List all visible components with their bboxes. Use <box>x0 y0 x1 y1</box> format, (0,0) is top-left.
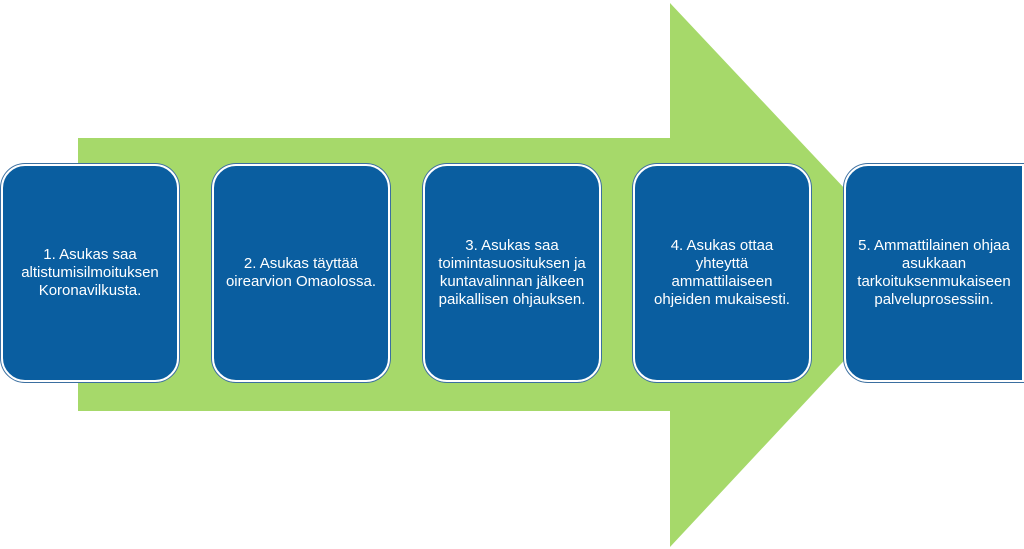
step-text-4: 4. Asukas ottaa yhteyttä ammattilaiseen … <box>654 237 790 308</box>
step-text-5: 5. Ammattilainen ohjaa asukkaan tarkoitu… <box>857 237 1011 308</box>
step-box-4: 4. Asukas ottaa yhteyttä ammattilaiseen … <box>633 164 811 382</box>
step-box-2: 2. Asukas täyttää oirearvion Omaolossa. <box>212 164 390 382</box>
step-box-5: 5. Ammattilainen ohjaa asukkaan tarkoitu… <box>844 164 1024 382</box>
step-text-3: 3. Asukas saa toimintasuosituksen ja kun… <box>438 237 586 308</box>
step-box-3: 3. Asukas saa toimintasuosituksen ja kun… <box>423 164 601 382</box>
step-text-1: 1. Asukas saa altistumisilmoituksen Koro… <box>21 246 159 299</box>
step-box-1: 1. Asukas saa altistumisilmoituksen Koro… <box>1 164 179 382</box>
step-text-2: 2. Asukas täyttää oirearvion Omaolossa. <box>225 255 377 290</box>
